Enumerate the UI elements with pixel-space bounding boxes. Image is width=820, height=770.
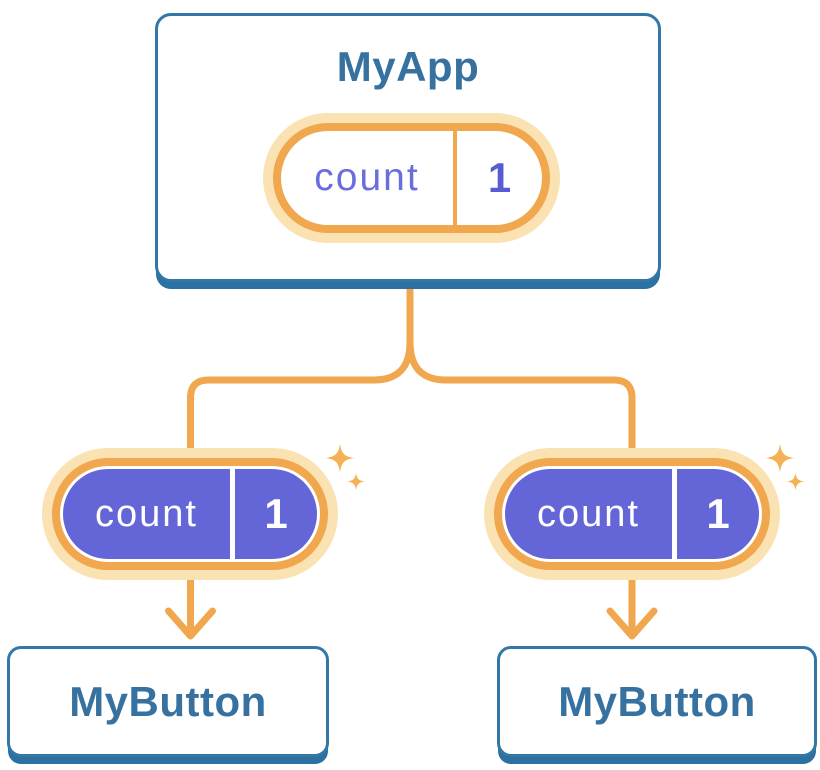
component-title: MyApp [336,43,480,90]
state-value: 1 [264,490,288,537]
component-card-myapp: MyApp [155,13,661,282]
pill-divider [672,469,677,559]
sparkle-icon [325,443,365,491]
state-label: count [537,492,640,535]
state-pill-right-child: count 1 [484,448,780,580]
state-pill-ring: count 1 [494,458,770,570]
component-title: MyButton [558,677,756,725]
arrow-down-icon [606,574,658,640]
state-value: 1 [706,490,730,537]
component-card-mybutton-left: MyButton [7,646,329,757]
state-pill-fill: count 1 [505,469,759,559]
state-value: 1 [487,154,512,201]
state-pill-ring: count 1 [52,458,328,570]
state-pill-fill: count 1 [63,469,317,559]
tree-connector [187,282,636,454]
component-title: MyButton [69,677,267,725]
state-label: count [314,156,420,199]
pill-divider [453,131,457,225]
pill-divider [230,469,235,559]
component-card-mybutton-right: MyButton [497,646,817,757]
state-pill-ring: count 1 [273,123,550,233]
state-pill-root: count 1 [263,113,560,243]
arrow-down-icon [165,574,216,640]
state-pill-left-child: count 1 [42,448,338,580]
state-label: count [95,492,198,535]
